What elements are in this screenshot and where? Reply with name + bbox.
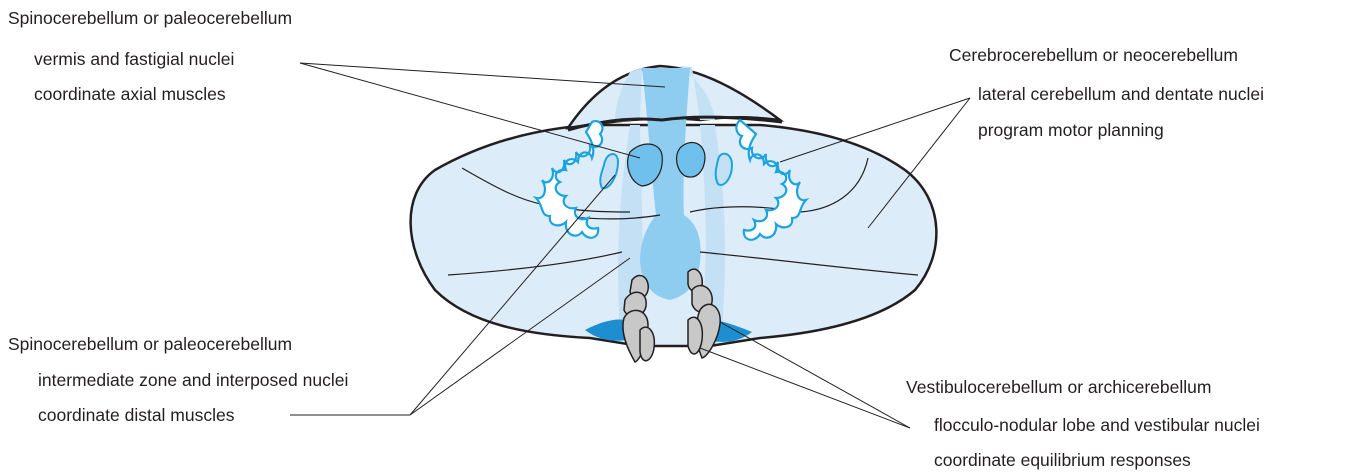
vestibulocerebellum-title: Vestibulocerebellum or archicerebellum [906,377,1211,397]
spinocerebellum-vermis-title: Spinocerebellum or paleocerebellum [8,8,292,28]
cerebrocerebellum-function: program motor planning [978,120,1164,140]
spinocerebellum-vermis-function: coordinate axial muscles [34,84,226,104]
fastigial-nucleus-right [677,143,705,177]
vestibular-nucleus-left-4 [640,327,654,361]
leader-vestibulo-2 [720,322,910,428]
leader-vermis-1 [300,63,665,87]
spinocerebellum-intermediate-title: Spinocerebellum or paleocerebellum [8,334,292,354]
spinocerebellum-intermediate-structure: intermediate zone and interposed nuclei [38,370,348,390]
spinocerebellum-vermis-structure: vermis and fastigial nuclei [34,49,234,69]
spinocerebellum-intermediate-function: coordinate distal muscles [38,405,234,425]
vestibulocerebellum-function: coordinate equilibrium responses [934,450,1191,470]
cerebrocerebellum-structure: lateral cerebellum and dentate nuclei [978,84,1264,104]
vestibulocerebellum-structure: flocculo-nodular lobe and vestibular nuc… [934,415,1260,435]
cerebrocerebellum-title: Cerebrocerebellum or neocerebellum [949,45,1238,65]
leader-vestibulo-1 [700,348,910,428]
